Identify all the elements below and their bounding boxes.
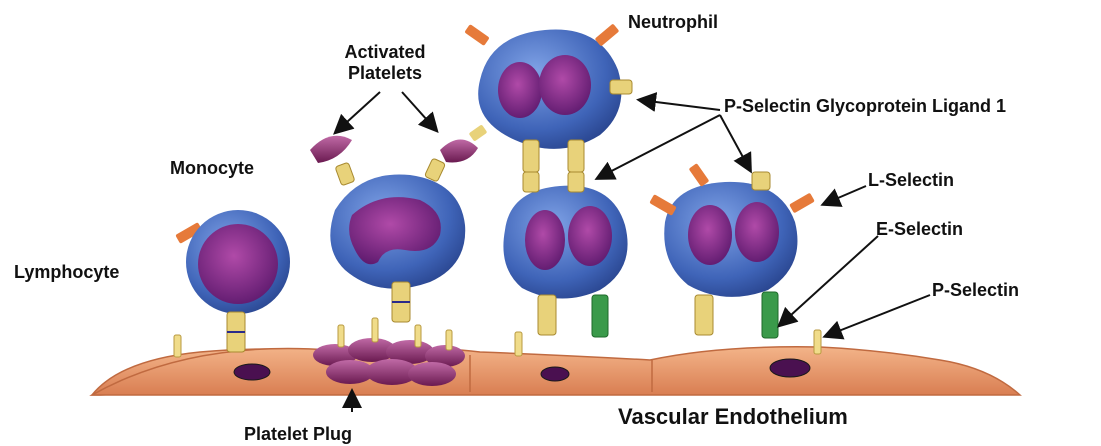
platelet-plug xyxy=(313,318,465,386)
neutrophil-cell-middle xyxy=(503,172,627,337)
neutrophil-cell-right xyxy=(649,163,815,338)
label-e-selectin: E-Selectin xyxy=(876,219,963,240)
label-l-selectin: L-Selectin xyxy=(868,170,954,191)
endothelial-nucleus xyxy=(541,367,569,381)
label-lymphocyte: Lymphocyte xyxy=(14,262,119,283)
label-psgl1: P-Selectin Glycoprotein Ligand 1 xyxy=(724,96,1006,117)
monocyte-cell xyxy=(330,158,465,322)
lymphocyte-cell xyxy=(175,210,290,352)
label-monocyte: Monocyte xyxy=(170,158,254,179)
neutrophil-cell-top xyxy=(464,23,632,172)
label-p-selectin: P-Selectin xyxy=(932,280,1019,301)
label-vascular-endothelium: Vascular Endothelium xyxy=(618,404,848,429)
endothelial-nucleus xyxy=(770,359,810,377)
label-activated-platelets: Activated Platelets xyxy=(330,42,440,83)
label-neutrophil: Neutrophil xyxy=(628,12,718,33)
vascular-endothelium xyxy=(92,347,1020,395)
endothelial-nucleus xyxy=(234,364,270,380)
label-activated-platelets-line2: Platelets xyxy=(330,63,440,84)
label-activated-platelets-line1: Activated xyxy=(330,42,440,63)
label-platelet-plug: Platelet Plug xyxy=(244,424,352,445)
